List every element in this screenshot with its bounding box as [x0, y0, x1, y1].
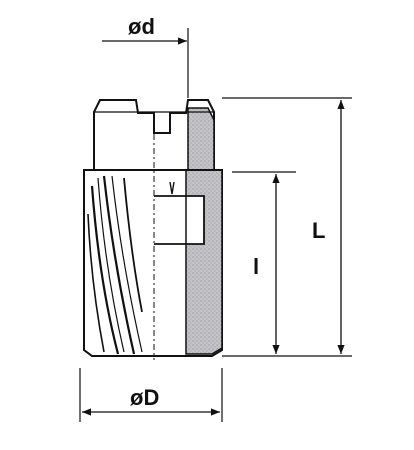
dimension-bore-diameter: ød	[102, 14, 189, 98]
dimension-fluted-length: l	[232, 171, 296, 354]
section-wall-shank	[187, 107, 215, 171]
fluted-length-label: l	[253, 254, 259, 279]
bore-diameter-label: ød	[128, 14, 155, 39]
dimension-outer-diameter: øD	[79, 368, 223, 422]
total-length-label: L	[312, 218, 325, 243]
chamfer-marker	[169, 181, 175, 195]
dimension-total-length: L	[222, 97, 352, 357]
bore-keyway	[154, 195, 205, 245]
part-body	[83, 99, 223, 360]
helical-flutes	[87, 175, 143, 355]
outer-diameter-label: øD	[130, 385, 159, 410]
